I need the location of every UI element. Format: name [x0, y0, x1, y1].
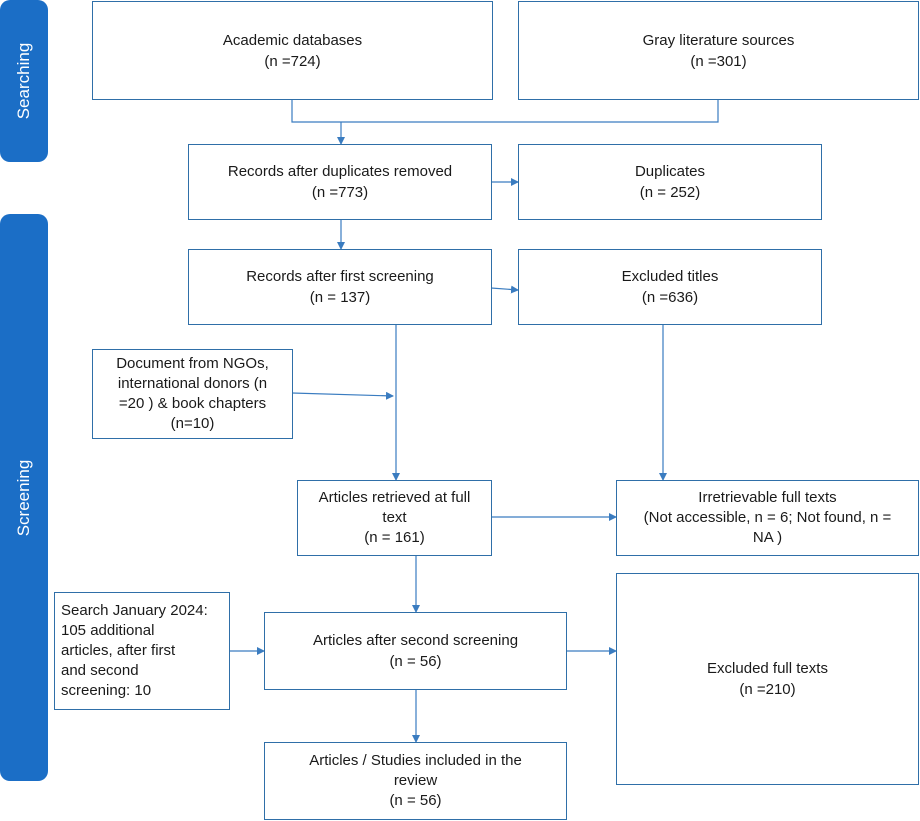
excluded-full-texts-label: Excluded full texts — [707, 660, 828, 677]
ngo-documents-line3: =20 ) & book chapters — [118, 395, 267, 412]
ngo-documents-line4: (n=10) — [170, 415, 215, 432]
irretrievable-full-texts-box: Irretrievable full texts (Not accessible… — [616, 480, 919, 556]
ngo-documents-line1: Document from NGOs, — [116, 355, 269, 372]
first-screening-box: Records after first screening (n = 137) — [188, 249, 492, 325]
full-text-retrieved-line2: text — [382, 509, 407, 526]
included-studies-box: Articles / Studies included in the revie… — [264, 742, 567, 820]
second-screening-label: Articles after second screening — [312, 632, 519, 649]
first-screening-count: (n = 137) — [309, 289, 371, 306]
records-after-duplicates-count: (n =773) — [311, 184, 369, 201]
irretrievable-label: Irretrievable full texts — [698, 489, 837, 506]
second-screening-count: (n = 56) — [389, 653, 442, 670]
academic-databases-label: Academic databases — [222, 31, 363, 49]
search-january-line2: 105 additional — [61, 622, 155, 639]
gray-literature-box: Gray literature sources (n =301) — [518, 1, 919, 100]
excluded-titles-count: (n =636) — [641, 289, 699, 306]
duplicates-label: Duplicates — [634, 163, 706, 180]
duplicates-box: Duplicates (n = 252) — [518, 144, 822, 220]
first-screening-label: Records after first screening — [246, 268, 434, 285]
excluded-full-texts-count: (n =210) — [739, 681, 796, 698]
irretrievable-detail: (Not accessible, n = 6; Not found, n = — [643, 509, 892, 526]
searching-phase-bar: Searching — [0, 0, 48, 162]
academic-databases-box: Academic databases (n =724) — [92, 1, 493, 100]
included-studies-count: (n = 56) — [389, 792, 442, 809]
excluded-titles-box: Excluded titles (n =636) — [518, 249, 822, 325]
full-text-retrieved-count: (n = 161) — [364, 529, 425, 546]
search-january-line5: screening: 10 — [61, 682, 152, 699]
excluded-full-texts-box: Excluded full texts (n =210) — [616, 573, 919, 785]
duplicates-count: (n = 252) — [639, 184, 701, 201]
excluded-titles-label: Excluded titles — [621, 268, 719, 285]
search-january-line1: Search January 2024: — [61, 602, 208, 619]
ngo-documents-box: Document from NGOs, international donors… — [92, 349, 293, 439]
included-studies-line1: Articles / Studies included in the — [309, 752, 522, 769]
full-text-retrieved-line1: Articles retrieved at full — [318, 489, 471, 506]
second-screening-box: Articles after second screening (n = 56) — [264, 612, 567, 690]
search-january-line4: and second — [61, 662, 139, 679]
search-january-line3: articles, after first — [61, 642, 176, 659]
full-text-retrieved-box: Articles retrieved at full text (n = 161… — [297, 480, 492, 556]
arrow-from-ngo-docs — [291, 391, 394, 400]
included-studies-line2: review — [393, 772, 438, 789]
gray-literature-label: Gray literature sources — [642, 31, 795, 49]
arrow-to-excluded-titles — [490, 285, 519, 294]
search-january-box: Search January 2024: 105 additional arti… — [54, 592, 230, 710]
irretrievable-detail-cont: NA ) — [752, 529, 783, 546]
records-after-duplicates-box: Records after duplicates removed (n =773… — [188, 144, 492, 220]
screening-phase-bar: Screening — [0, 214, 48, 781]
ngo-documents-line2: international donors (n — [117, 375, 268, 392]
records-after-duplicates-label: Records after duplicates removed — [227, 163, 453, 180]
gray-literature-count: (n =301) — [690, 52, 747, 70]
merge-connector — [291, 100, 719, 123]
academic-databases-count: (n =724) — [264, 52, 321, 70]
